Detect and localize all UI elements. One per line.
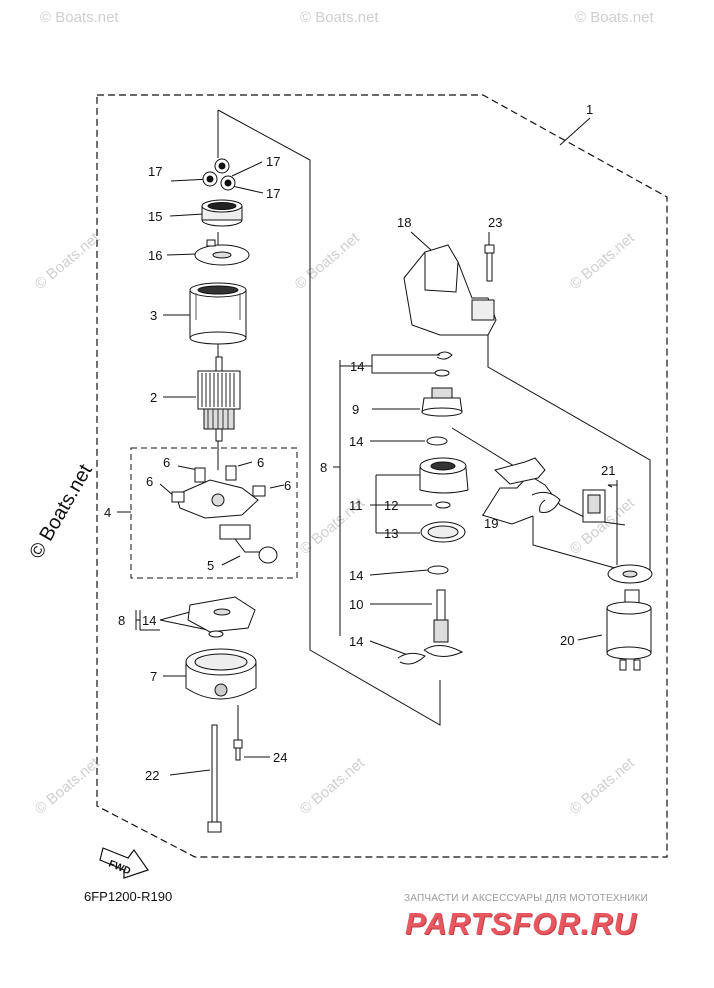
callout-14: 14 [349, 634, 363, 649]
callout-labels: 1 2 3 4 5 6 6 6 6 7 8 8 9 10 11 12 13 14… [104, 102, 615, 783]
watermark: © Boats.net [32, 754, 104, 818]
callout-9: 9 [352, 402, 359, 417]
shop-tagline: ЗАПЧАСТИ И АКСЕССУАРЫ ДЛЯ МОТОТЕХНИКИ [404, 893, 649, 904]
drive-housing-18 [403, 244, 497, 336]
callout-7: 7 [150, 669, 157, 684]
bearing-17 [202, 158, 236, 191]
callout-14: 14 [350, 359, 364, 374]
callout-13: 13 [384, 526, 398, 541]
callout-17: 17 [148, 164, 162, 179]
callout-1: 1 [586, 102, 593, 117]
callout-22: 22 [145, 768, 159, 783]
watermark: © Boats.net [567, 229, 639, 293]
callout-6: 6 [284, 478, 291, 493]
gasket-21 [607, 564, 653, 584]
callout-5: 5 [207, 558, 214, 573]
watermark: © Boats.net [40, 9, 119, 26]
watermark: © Boats.net [297, 754, 369, 818]
shop-logo[interactable]: PARTSFOR.RU [405, 906, 638, 941]
lever-19 [493, 457, 561, 513]
circlip-14 [436, 351, 453, 360]
callout-2: 2 [150, 390, 157, 405]
callout-17: 17 [266, 154, 280, 169]
callout-6: 6 [257, 455, 264, 470]
callout-6: 6 [146, 474, 153, 489]
callout-12: 12 [384, 498, 398, 513]
leader-lines [117, 109, 651, 825]
yoke-3 [189, 282, 247, 345]
circlip-14-bottom [397, 652, 426, 665]
through-bolt-22 [207, 724, 222, 833]
callout-20: 20 [560, 633, 574, 648]
screw-24 [233, 739, 243, 761]
callout-8: 8 [118, 613, 125, 628]
side-watermark: © Boats.net [25, 460, 97, 562]
assembly-boundary [96, 94, 668, 858]
watermark: © Boats.net [292, 229, 364, 293]
ring-12 [435, 501, 451, 509]
end-cover-7 [185, 648, 257, 700]
callout-4: 4 [104, 505, 111, 520]
callout-15: 15 [148, 209, 162, 224]
plate-16 [194, 239, 250, 266]
shaft-10 [423, 589, 464, 657]
callout-16: 16 [148, 248, 162, 263]
callout-11: 11 [349, 498, 363, 513]
pinion-9 [421, 387, 463, 417]
washer-14c [427, 565, 449, 575]
armature-2 [197, 356, 241, 442]
callout-24: 24 [273, 750, 287, 765]
callout-18: 18 [397, 215, 411, 230]
fwd-arrow: FWD [99, 847, 149, 879]
clutch-11 [419, 457, 469, 494]
callout-17: 17 [266, 186, 280, 201]
plunger-21 [582, 489, 606, 523]
brush-5 [219, 524, 278, 564]
watermark: © Boats.net [575, 9, 654, 26]
callout-8: 8 [320, 460, 327, 475]
watermark: © Boats.net [300, 9, 379, 26]
callout-14: 14 [349, 568, 363, 583]
bolt-23 [484, 244, 495, 282]
internal-gear-13 [420, 521, 466, 543]
washer-14a [434, 369, 450, 377]
ring-gear-15 [201, 199, 243, 227]
callout-10: 10 [349, 597, 363, 612]
callout-19: 19 [484, 516, 498, 531]
callout-14: 14 [142, 613, 156, 628]
washer-14b [426, 436, 448, 446]
watermark: © Boats.net [567, 754, 639, 818]
brush-holder-group-box [130, 447, 298, 579]
solenoid-20 [606, 589, 652, 671]
callout-14: 14 [349, 434, 363, 449]
callout-3: 3 [150, 308, 157, 323]
washer-14-left [187, 596, 256, 638]
callout-6: 6 [163, 455, 170, 470]
watermark: © Boats.net [32, 229, 104, 293]
callout-23: 23 [488, 215, 502, 230]
callout-21: 21 [601, 463, 615, 478]
diagram-code: 6FP1200-R190 [84, 889, 173, 904]
brush-holder-4 [171, 465, 266, 519]
